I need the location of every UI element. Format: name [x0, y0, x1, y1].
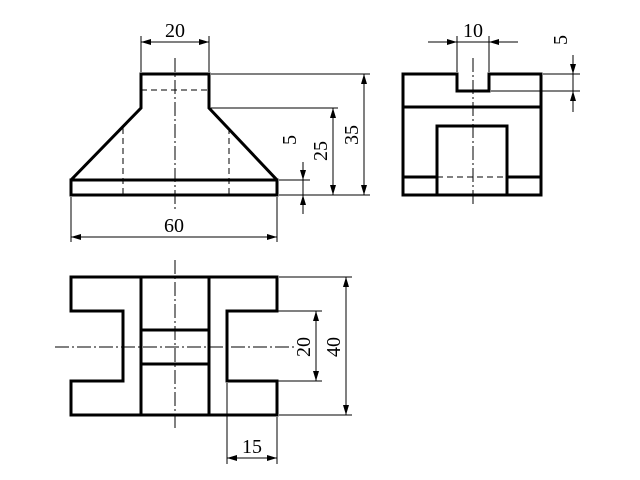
side-view-outline	[401, 72, 543, 197]
front-dimensions: 20 60 5 25 35	[70, 20, 370, 242]
top-view-outline	[69, 275, 279, 417]
dim-base-height: 5	[279, 135, 301, 145]
dim-inner-width: 20	[293, 337, 315, 357]
dim-taper-height: 25	[310, 141, 332, 161]
dim-slot-depth: 5	[550, 35, 572, 45]
side-inner-channel	[435, 124, 509, 197]
dim-slot-width: 10	[463, 20, 483, 42]
side-dimensions: 10 5	[428, 20, 580, 112]
dim-total-height: 35	[341, 125, 363, 145]
dim-bottom-width: 60	[164, 215, 184, 237]
dim-top-width: 20	[165, 20, 185, 42]
front-view-outline	[69, 72, 279, 197]
front-view	[69, 58, 279, 210]
dim-total-depth: 40	[323, 337, 345, 357]
top-view	[55, 260, 295, 430]
dim-flange-width: 15	[242, 436, 262, 458]
side-view	[401, 58, 543, 206]
top-dimensions: 20 40 15	[226, 276, 352, 464]
